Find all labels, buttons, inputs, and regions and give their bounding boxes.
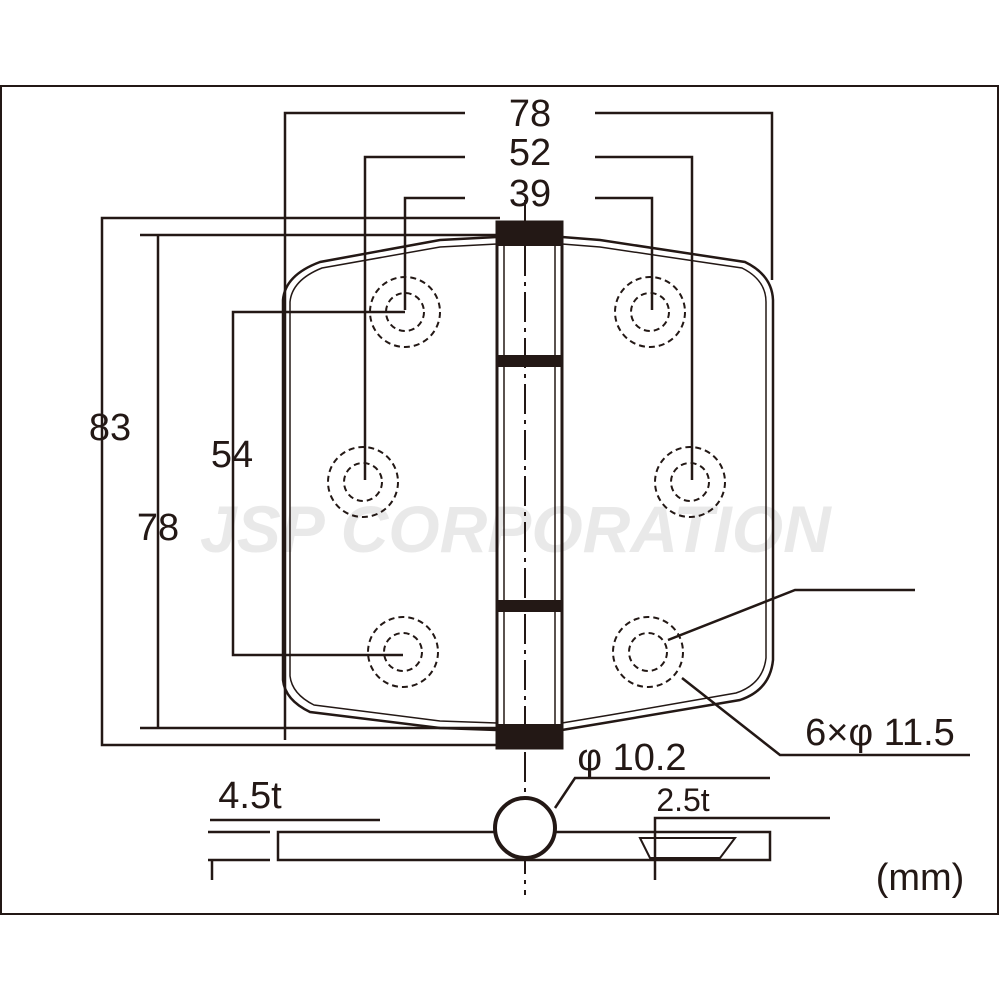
watermark: JSP CORPORATION <box>200 492 832 566</box>
knuckle-bands <box>497 222 562 748</box>
frame <box>0 85 999 915</box>
dim-holes: 6×φ 11.5 <box>805 712 955 754</box>
dim-pin-diameter: φ 10.2 <box>577 737 686 779</box>
dim-83: 83 <box>89 407 131 449</box>
pin-section <box>493 796 557 860</box>
dimension-lines <box>100 111 970 895</box>
dim-78-width: 78 <box>509 93 551 135</box>
screw-holes <box>327 276 726 688</box>
dim-52: 52 <box>509 132 551 174</box>
dim-54: 54 <box>211 434 253 476</box>
dim-39: 39 <box>509 173 551 215</box>
hinge-top-view <box>281 220 775 750</box>
dim-4-5t: 4.5t <box>218 775 282 817</box>
dim-2-5t: 2.5t <box>656 782 709 818</box>
unit-label: (mm) <box>876 857 965 899</box>
dim-78-height: 78 <box>137 507 179 549</box>
